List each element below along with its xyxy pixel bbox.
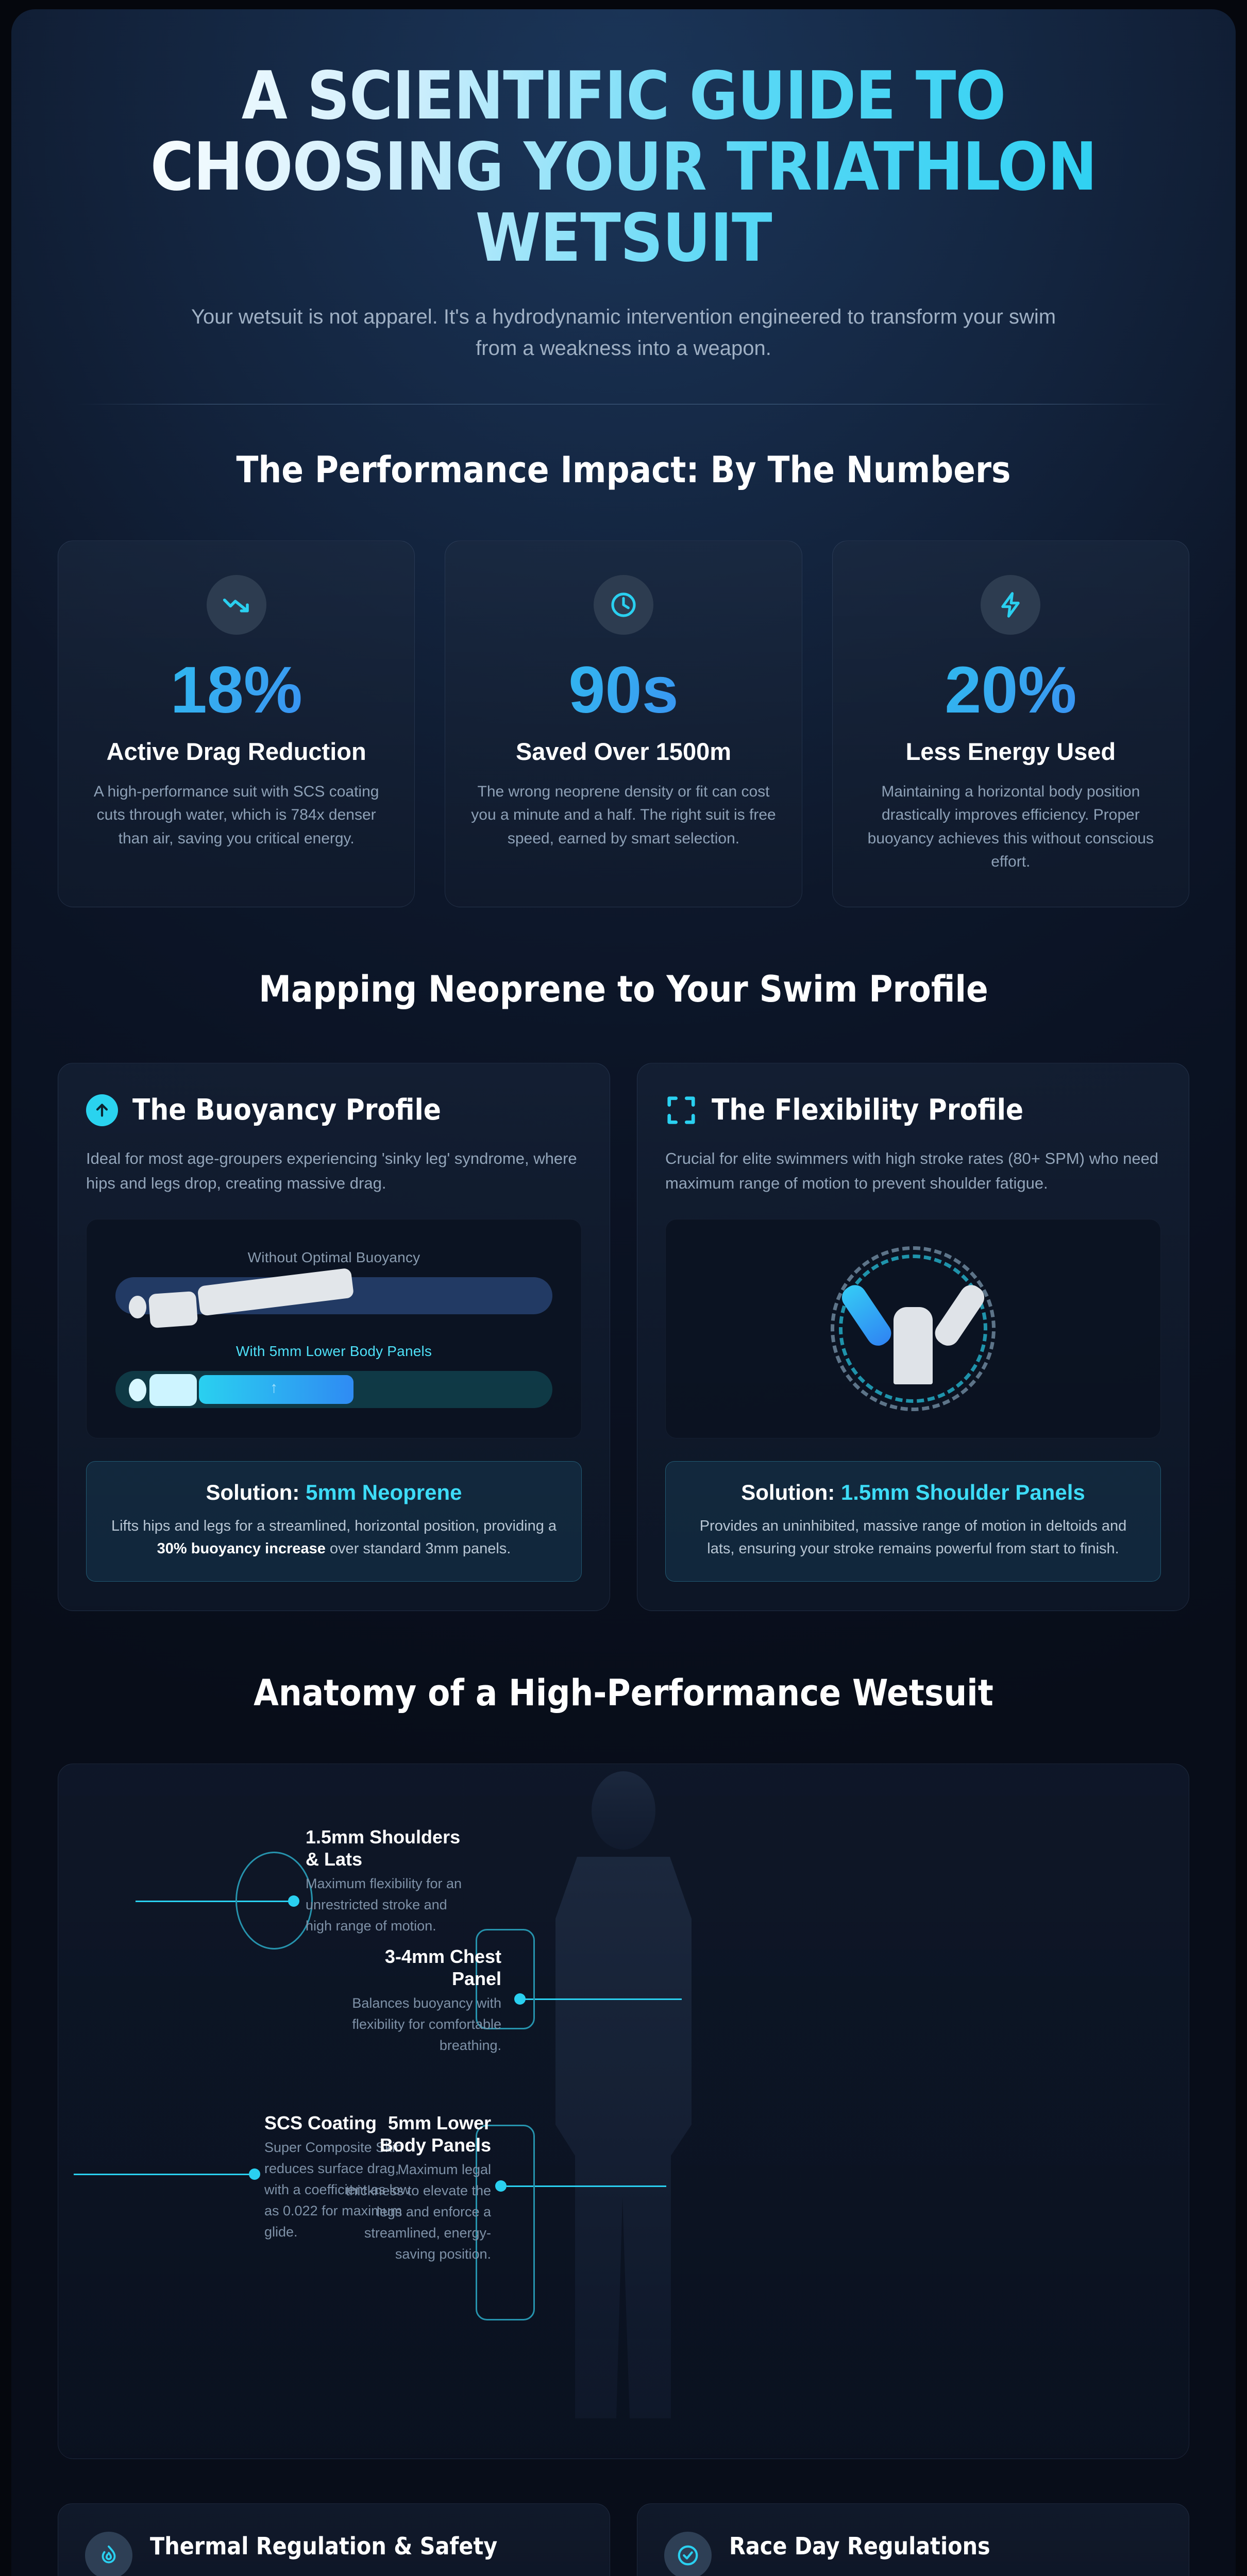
leader-dot [514,1993,526,2005]
highlight-rect-chest [476,1928,535,2029]
clock-icon [593,575,653,635]
solution-text-b: over standard 3mm panels. [325,1540,511,1557]
rom-inner-ring [839,1255,987,1403]
profile-title: The Flexibility Profile [712,1093,1024,1127]
highlight-rect-lower-body [476,2124,535,2320]
annotation-shoulders: 1.5mm Shoulders & Lats Maximum flexibili… [306,1826,470,1937]
profile-header: The Buoyancy Profile [86,1093,582,1127]
info-card-thermal: Thermal Regulation & Safety Cold water (… [58,2503,610,2576]
profile-card-flexibility: The Flexibility Profile Crucial for elit… [637,1063,1189,1611]
hero-section: A SCIENTIFIC GUIDE TO CHOOSING YOUR TRIA… [58,9,1189,405]
leader-dot [495,2180,507,2192]
annotation-description: Super Composite Skin reduces surface dra… [264,2139,411,2240]
leader-line [522,1998,682,2000]
solution-prefix: Solution: [206,1480,306,1505]
page-title: A SCIENTIFIC GUIDE TO CHOOSING YOUR TRIA… [119,60,1128,275]
solution-box-buoyancy: Solution: 5mm Neoprene Lifts hips and le… [86,1461,582,1582]
profile-description: Ideal for most age-groupers experiencing… [86,1149,577,1192]
stat-label: Less Energy Used [905,738,1116,766]
anatomy-section-title: Anatomy of a High-Performance Wetsuit [254,1671,993,1714]
stat-value: 18% [83,657,390,723]
annotation-title: 1.5mm Shoulders & Lats [306,1826,461,1870]
buoyancy-visual: Without Optimal Buoyancy With 5mm Lower … [86,1219,582,1439]
leader-line [507,2185,666,2187]
info-card-body: Ensure your equipment is race-legal. For… [729,2573,1162,2576]
annotation-chest: 3-4mm Chest Panel Balances buoyancy with… [336,1945,501,2056]
swimmer-body-horizontal: ↑ [115,1371,552,1409]
solution-prefix: Solution: [741,1480,841,1505]
swimmer-head [129,1296,146,1319]
solution-highlight: 1.5mm Shoulder Panels [840,1480,1085,1505]
solution-box-flexibility: Solution: 1.5mm Shoulder Panels Provides… [665,1461,1161,1582]
stat-label: Saved Over 1500m [515,738,732,766]
info-row: Thermal Regulation & Safety Cold water (… [58,2503,1189,2576]
stat-value: 20% [857,657,1164,723]
solution-description: Lifts hips and legs for a streamlined, h… [107,1515,561,1560]
info-card-regulations: Race Day Regulations Ensure your equipme… [637,2503,1189,2576]
trending-down-icon [206,575,266,635]
infographic-sheet: A SCIENTIFIC GUIDE TO CHOOSING YOUR TRIA… [11,9,1236,2576]
stats-section-title: The Performance Impact: By The Numbers [236,449,1011,492]
range-of-motion-diagram [831,1246,996,1412]
leader-dot [249,2168,260,2180]
annotation-description: Balances buoyancy with flexibility for c… [352,1995,501,2053]
hero-subtitle: Your wetsuit is not apparel. It's a hydr… [191,305,1056,360]
anatomy-diagram: 1.5mm Shoulders & Lats Maximum flexibili… [58,1763,1189,2459]
check-circle-icon [664,2531,712,2576]
swimmer-torso [894,1307,933,1385]
flexibility-visual [665,1219,1161,1439]
stats-row: 18% Active Drag Reduction A high-perform… [58,540,1189,907]
profiles-section-title: Mapping Neoprene to Your Swim Profile [259,968,988,1010]
profile-title: The Buoyancy Profile [132,1093,441,1127]
stat-description: A high-performance suit with SCS coating… [93,783,379,847]
wetsuit-silhouette [555,1771,692,2418]
swimmer-head [129,1379,146,1402]
stat-label: Active Drag Reduction [106,738,366,766]
stat-card-energy: 20% Less Energy Used Maintaining a horiz… [832,540,1189,907]
leader-line [136,1900,295,1902]
solution-highlight: 5mm Neoprene [306,1480,462,1505]
maximize-corners-icon [665,1094,697,1126]
stat-value: 90s [470,657,777,723]
stat-card-drag: 18% Active Drag Reduction A high-perform… [58,540,415,907]
swimmer-legs [199,1375,353,1404]
rom-outer-ring [831,1246,996,1412]
swimmer-torso [149,1374,197,1406]
swimmer-torso [148,1291,198,1329]
info-card-title: Race Day Regulations [729,2532,990,2560]
annotation-description: Maximum flexibility for an unrestricted … [306,1875,462,1934]
annotation-title: 5mm Lower Body Panels [379,2112,491,2156]
info-card-title: Thermal Regulation & Safety [150,2532,498,2560]
leader-line [74,2173,254,2175]
viz-label-without: Without Optimal Buoyancy [247,1249,420,1266]
stat-description: Maintaining a horizontal body position d… [867,783,1154,871]
annotation-title: 3-4mm Chest Panel [384,1945,501,1989]
swimmer-legs [197,1268,355,1317]
profile-description: Crucial for elite swimmers with high str… [665,1149,1159,1192]
profiles-row: The Buoyancy Profile Ideal for most age-… [58,1063,1189,1611]
lightning-bolt-icon [981,575,1041,635]
solution-description: Provides an uninhibited, massive range o… [699,1518,1127,1557]
lift-arrow-icon: ↑ [270,1379,278,1397]
stat-description: The wrong neoprene density or fit can co… [471,783,776,847]
flame-drop-icon [85,2531,132,2576]
solution-text-bold: 30% buoyancy increase [157,1540,326,1557]
profile-header: The Flexibility Profile [665,1093,1161,1127]
profile-card-buoyancy: The Buoyancy Profile Ideal for most age-… [58,1063,610,1611]
annotation-description: Maximum legal thickness to elevate the l… [345,2161,491,2262]
swimmer-body-sinking [115,1268,552,1329]
arrow-up-circle-icon [86,1094,118,1126]
annotation-title: SCS Coating [264,2112,377,2133]
solution-text-a: Lifts hips and legs for a streamlined, h… [111,1518,557,1535]
stat-card-time: 90s Saved Over 1500m The wrong neoprene … [445,540,802,907]
annotation-scs: SCS Coating Super Composite Skin reduces… [264,2112,419,2243]
annotation-lower-body: 5mm Lower Body Panels Maximum legal thic… [336,2112,491,2265]
viz-label-with: With 5mm Lower Body Panels [235,1343,432,1360]
highlight-ellipse-shoulders [235,1851,313,1950]
solution-heading: Solution: 5mm Neoprene [107,1479,561,1506]
solution-heading: Solution: 1.5mm Shoulder Panels [686,1479,1140,1506]
info-card-body: Cold water (16°C) is a physiological thi… [150,2573,583,2576]
